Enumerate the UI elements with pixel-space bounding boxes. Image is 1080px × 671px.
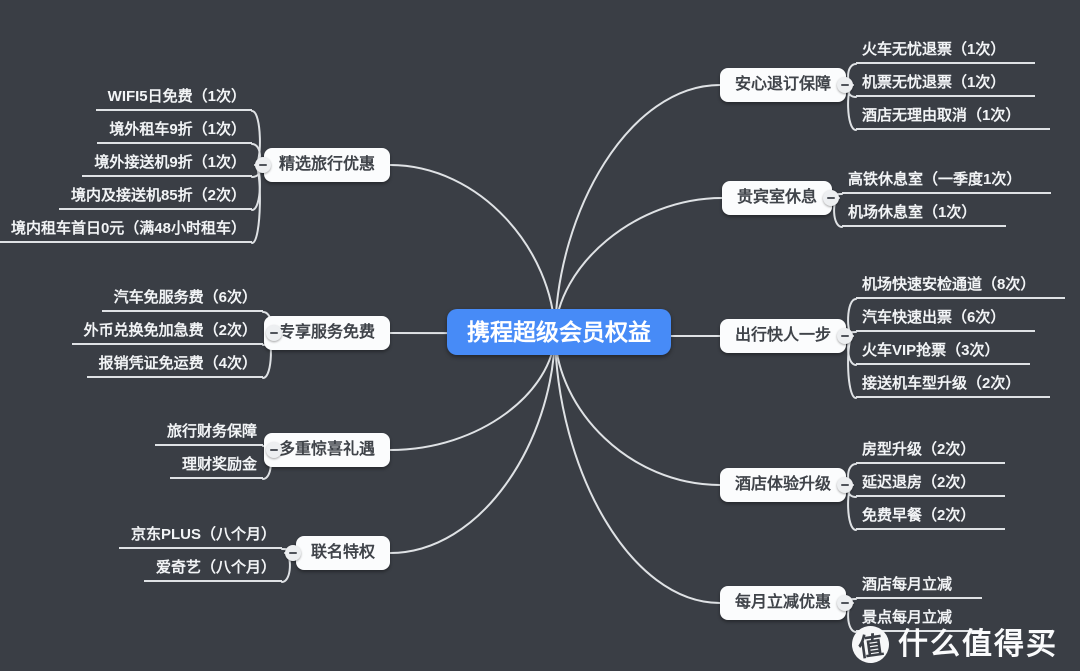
connector-path [554,84,721,335]
branch-node-cancel-guarantee[interactable]: 安心退订保障 [720,68,847,102]
leaf-node[interactable]: 机场快速安检通道（8次） [856,275,1066,299]
leaf-node[interactable]: 景点每月立减 [856,608,983,632]
leaf-node[interactable]: 境内及接送机85折（2次） [58,186,252,210]
minus-icon [827,197,835,199]
leaf-node[interactable]: 汽车快速出票（6次） [856,308,1036,332]
connector-path [389,333,556,554]
minus-icon [841,84,849,86]
leaf-node[interactable]: 免费早餐（2次） [856,506,1006,530]
branch-node-hotel-upgrade[interactable]: 酒店体验升级 [720,468,847,502]
branch-node-fast-travel[interactable]: 出行快人一步 [720,319,847,353]
leaf-node[interactable]: 酒店每月立减 [856,575,983,599]
minus-icon [841,335,849,337]
leaf-node[interactable]: 延迟退房（2次） [856,473,1006,497]
leaf-node[interactable]: 机票无忧退票（1次） [856,73,1036,97]
collapse-toggle[interactable] [255,157,271,173]
leaf-node[interactable]: 火车无忧退票（1次） [856,40,1036,64]
branch-node-free-services[interactable]: 专享服务免费 [263,316,390,350]
collapse-toggle[interactable] [823,190,839,206]
leaf-node[interactable]: 接送机车型升级（2次） [856,374,1051,398]
leaf-node[interactable]: 爱奇艺（八个月） [143,558,282,582]
minus-icon [841,602,849,604]
collapse-toggle[interactable] [837,595,853,611]
branch-node-travel-deals[interactable]: 精选旅行优惠 [263,148,390,182]
leaf-node[interactable]: 房型升级（2次） [856,440,1006,464]
leaf-node[interactable]: 高铁休息室（一季度1次） [842,170,1052,194]
leaf-node[interactable]: 火车VIP抢票（3次） [856,341,1030,365]
branch-node-surprise-perks[interactable]: 多重惊喜礼遇 [263,433,390,467]
watermark-text: 什么值得买 [898,628,1058,661]
leaf-node[interactable]: 京东PLUS（八个月） [118,525,282,549]
leaf-node[interactable]: 酒店无理由取消（1次） [856,106,1051,130]
leaf-node[interactable]: 报销凭证免运费（4次） [86,354,263,378]
collapse-toggle[interactable] [837,477,853,493]
branch-node-monthly-discount[interactable]: 每月立减优惠 [720,586,847,620]
leaf-node[interactable]: 旅行财务保障 [154,422,263,446]
leaf-node[interactable]: 外币兑换免加急费（2次） [71,321,263,345]
connector-path [847,335,857,399]
collapse-toggle[interactable] [266,442,282,458]
connector-path [554,333,721,486]
central-topic-node[interactable]: 携程超级会员权益 [447,309,671,355]
collapse-toggle[interactable] [285,545,301,561]
branch-node-cobrand-perks[interactable]: 联名特权 [295,536,390,570]
zhi-circle-logo-icon: 值 [849,623,892,666]
minus-icon [270,332,278,334]
collapse-toggle[interactable] [837,77,853,93]
minus-icon [289,552,297,554]
minus-icon [841,484,849,486]
leaf-node[interactable]: 汽车免服务费（6次） [101,288,263,312]
leaf-node[interactable]: 境外租车9折（1次） [97,120,252,144]
minus-icon [259,164,267,166]
connector-path [251,164,261,244]
leaf-node[interactable]: 境外接送机9折（1次） [82,153,252,177]
minus-icon [270,449,278,451]
leaf-node[interactable]: 理财奖励金 [169,455,263,479]
leaf-node[interactable]: WIFI5日免费（1次） [95,87,252,111]
leaf-node[interactable]: 境内租车首日0元（满48小时租车） [0,219,252,243]
watermark: 值 什么值得买 [849,623,1058,666]
connector-path [554,333,721,604]
collapse-toggle[interactable] [837,328,853,344]
collapse-toggle[interactable] [266,325,282,341]
leaf-node[interactable]: 机场休息室（1次） [842,203,1007,227]
branch-node-vip-lounge[interactable]: 贵宾室休息 [722,181,833,215]
